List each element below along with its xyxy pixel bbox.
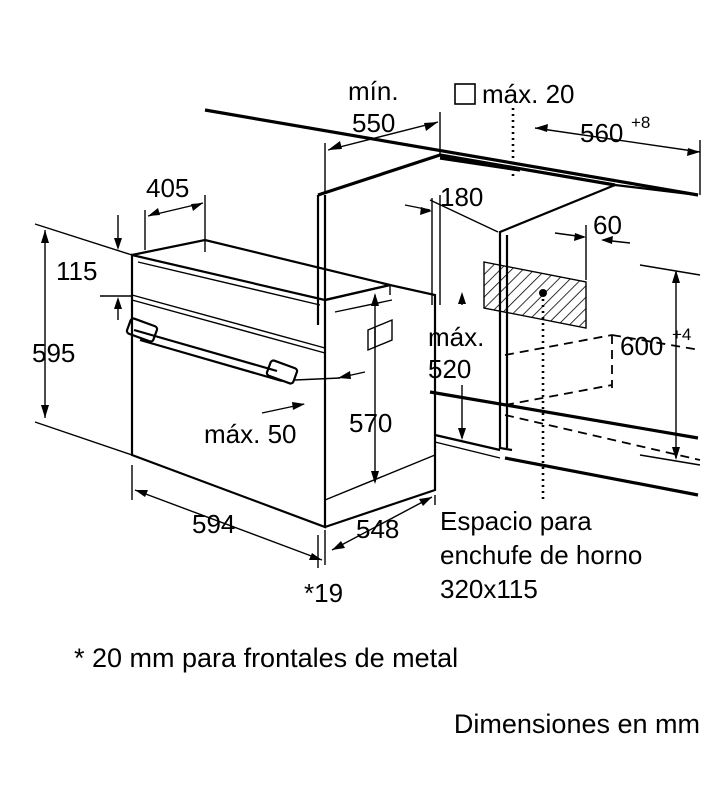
label-max-20: máx. 20 [482,79,575,109]
dimension-lines [34,112,701,568]
label-560-sup: +8 [631,113,650,132]
label-max-520-word: máx. [428,322,484,352]
socket-caption-line-3: 320x115 [440,574,538,604]
label-595: 595 [32,338,75,368]
label-115: 115 [56,256,97,286]
units-note: Dimensiones en mm [454,709,700,739]
oven [125,238,437,529]
label-max-520-value: 520 [428,354,471,384]
max20-box [454,83,476,105]
cabinet-niche [204,108,701,497]
label-min-550: 550 [352,108,395,138]
label-560: 560 [580,118,623,148]
socket-caption-line-2: enchufe de horno [440,540,642,570]
label-max-50: máx. 50 [204,419,297,449]
label-594: 594 [192,509,235,539]
label-star-19: *19 [304,578,343,608]
label-60: 60 [593,210,622,240]
dimension-labels: mín. 550 máx. 20 560 +8 405 180 60 115 5… [32,76,691,608]
socket-area [483,261,587,500]
label-180: 180 [440,182,483,212]
label-570: 570 [349,408,392,438]
label-min-word: mín. [348,76,399,106]
label-600: 600 [620,331,663,361]
socket-caption: Espacio para enchufe de horno 320x115 [440,506,642,604]
label-548: 548 [356,514,399,544]
label-600-sup: +4 [672,325,691,344]
label-405: 405 [146,173,189,203]
footnote: * 20 mm para frontales de metal [74,643,458,673]
socket-caption-line-1: Espacio para [440,506,592,536]
